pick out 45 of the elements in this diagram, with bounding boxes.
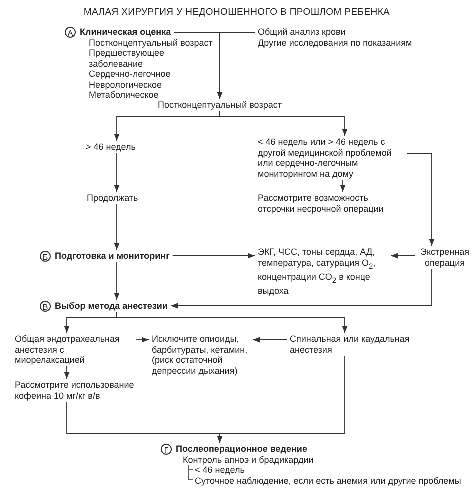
arrow	[136, 337, 150, 343]
arrow	[217, 356, 346, 444]
step-text: Продолжать	[87, 193, 138, 204]
arrow	[220, 111, 348, 136]
step-text: Постконцептуальный возраст	[89, 38, 213, 48]
step-text: Рассмотрите использование кофеина 10 мг/кг в/в	[15, 380, 136, 401]
arrow	[114, 204, 120, 250]
diagram-title: МАЛАЯ ХИРУРГИЯ У НЕДОНОШЕННОГО В ПРОШЛОМ РЕБЕНКА	[82, 8, 392, 18]
step-text: Экстренная операция	[420, 247, 470, 268]
step-text: < 46 недель или > 46 недель с другой медицинской проблемой или сердечно-легочным мониторингом на дому	[258, 137, 393, 179]
arrow	[114, 153, 120, 192]
step-text: Общая эндотрахеальная анестезия с миорелаксацией	[15, 334, 121, 366]
step-letter: А	[65, 26, 76, 38]
step-text: Сердечно-легочное	[89, 69, 171, 80]
step-text: Спинальная или каудальная анестезия	[290, 334, 410, 355]
step-text: < 46 недель	[195, 465, 245, 476]
step-text: Исключите опиоиды, барбитураты, кетамин, (риск остаточной депрессии дыхания)	[152, 334, 249, 376]
step-text: > 46 недель	[86, 142, 136, 152]
step-text: Контроль апноэ и брадикардии	[183, 454, 314, 465]
step-heading: Клиническая оценка	[80, 27, 172, 38]
step-letter: В	[40, 300, 51, 312]
step-text: Рассмотрите возможность отсрочки несрочной операции	[258, 193, 385, 214]
step-letter: Б	[40, 250, 51, 262]
step-text: Метаболическое	[89, 90, 159, 100]
arrow	[64, 366, 70, 380]
step-heading: Подготовка и мониторинг	[55, 251, 170, 262]
arrow	[340, 180, 346, 192]
arrow	[170, 268, 432, 309]
step-text: Неврологическое	[89, 80, 162, 90]
step-text: Предшествующее заболевание	[89, 48, 166, 69]
step-text: Суточное наблюдение, если есть анемия или другие проблемы	[195, 476, 462, 486]
arrow	[116, 312, 348, 334]
arrow	[114, 262, 120, 300]
arrow	[406, 154, 435, 246]
arrow	[172, 253, 256, 259]
arrow	[252, 337, 288, 343]
step-letter: Г	[161, 444, 172, 454]
step-heading: Выбор метода анестезии	[55, 301, 168, 312]
arrow	[390, 253, 416, 259]
arrow	[217, 32, 256, 100]
step-text: Постконцептуальный возраст	[158, 100, 282, 110]
step-text: Общий анализ крови	[258, 27, 346, 38]
step-heading: Послеоперационное ведение	[176, 444, 308, 454]
step-text: Другие исследования по показаниям	[258, 38, 412, 48]
step-text: ЭКГ, ЧСС, тоны сердца, АД, температура, сатурация O$_{2}$, концентрации CO$_{2}$ в конце выдоха	[258, 247, 377, 297]
